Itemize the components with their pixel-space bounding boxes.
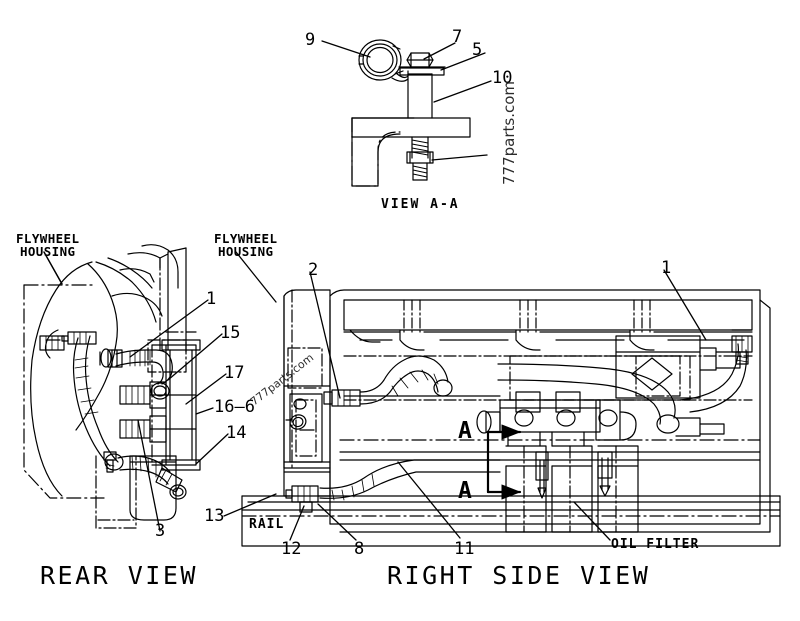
callout-side-13: 13 — [204, 506, 225, 526]
annotation-rail: RAIL — [249, 517, 285, 532]
rear-view-title: REAR VIEW — [40, 561, 198, 590]
callout-rear-1: 1 — [206, 289, 217, 309]
annotation-line1: FLYWHEEL — [16, 231, 80, 246]
section-mark-a-top: A — [458, 418, 472, 444]
callout-rear-17: 17 — [224, 363, 245, 383]
right-side-view-title: RIGHT SIDE VIEW — [387, 561, 651, 590]
callout-side-1: 1 — [661, 258, 672, 278]
callout-rear-3: 3 — [155, 521, 166, 541]
annotation-line1: FLYWHEEL — [214, 231, 278, 246]
section-mark-a-bottom: A — [458, 478, 472, 504]
detail-view-geometry — [321, 39, 492, 187]
annotation-oil-filter: OIL FILTER — [611, 537, 700, 552]
callout-5: 5 — [472, 40, 483, 60]
callout-side-12: 12 — [281, 539, 302, 559]
callout-side-8: 8 — [354, 539, 365, 559]
callout-rear-16-6: 16—6 — [214, 397, 255, 417]
callout-rear-15: 15 — [220, 323, 241, 343]
watermark-vertical: 777parts.com — [500, 80, 518, 185]
callout-rear-14: 14 — [226, 423, 247, 443]
rear-view-geometry — [23, 244, 229, 532]
annotation-line2: HOUSING — [217, 244, 274, 260]
detail-view-title: VIEW A-A — [381, 197, 460, 212]
callout-9: 9 — [305, 30, 316, 50]
callout-10: 10 — [492, 68, 513, 88]
callout-side-11: 11 — [454, 539, 475, 559]
right-side-view-geometry — [43, 251, 781, 547]
callout-7: 7 — [452, 27, 463, 47]
annotation-line2: HOUSING — [19, 244, 76, 260]
callout-side-2: 2 — [308, 260, 319, 280]
